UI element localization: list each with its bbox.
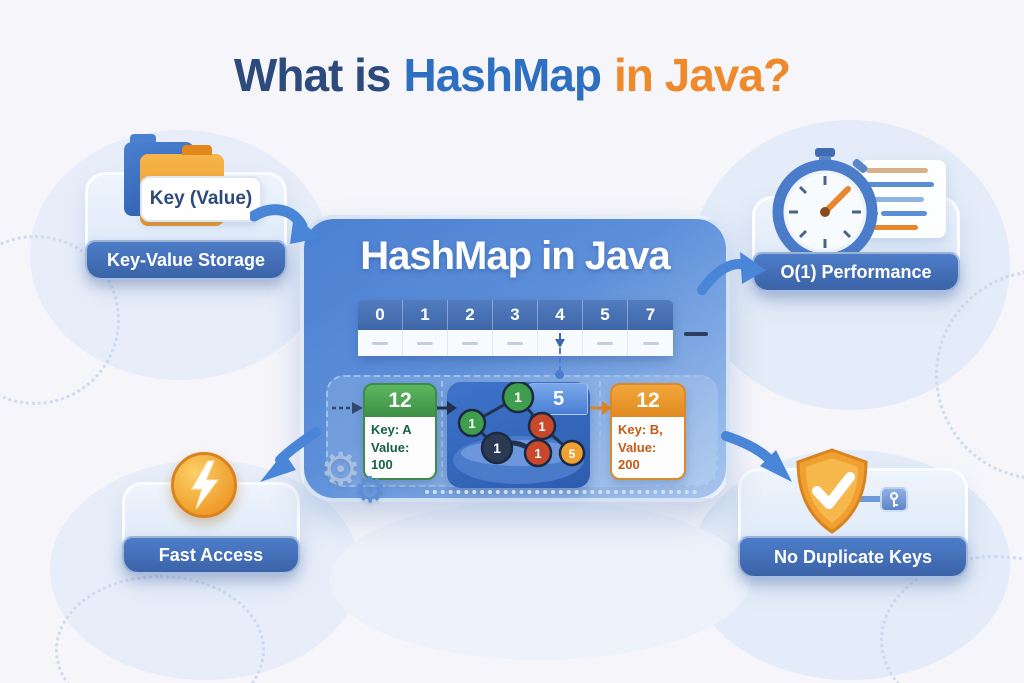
- bucket-array: 0 1 2 3 4 5 7: [358, 300, 673, 356]
- decor-dotted-line: [425, 490, 697, 494]
- key-value-storage-banner: Key-Value Storage: [85, 240, 287, 280]
- bucket-index: 7: [628, 300, 673, 330]
- key-value-tag: Key (Value): [140, 176, 262, 222]
- bucket-drop-connector: [559, 348, 561, 372]
- gear-icon: ⚙: [320, 443, 362, 495]
- red-black-tree-icon: 1 1 1 1 1 5: [457, 382, 586, 468]
- bucket-index: 4: [538, 300, 583, 330]
- bucket-index: 3: [493, 300, 538, 330]
- bar: [866, 168, 928, 173]
- entry-card-green: 12 Key: A Value: 100: [363, 383, 437, 480]
- hashmap-heading: HashMap in Java: [360, 234, 671, 278]
- tree-node-label: 1: [493, 440, 501, 456]
- key-icon: [880, 487, 908, 512]
- no-duplicate-keys-banner: No Duplicate Keys: [738, 536, 968, 578]
- bar: [866, 196, 924, 202]
- entry-value: Value: 100: [371, 439, 410, 473]
- bucket-index: 0: [358, 300, 403, 330]
- title-prefix: What is: [233, 49, 392, 101]
- gear-icon: ⚙: [354, 469, 387, 510]
- tree-node-label: 1: [468, 416, 475, 431]
- shield-check-icon: [796, 448, 868, 534]
- bucket-drop-dot: [555, 370, 564, 379]
- title-suffix: in Java?: [613, 49, 791, 101]
- bucket-cell: 7: [628, 300, 673, 356]
- chain-separator: [599, 381, 601, 477]
- tree-node-label: 5: [569, 447, 576, 461]
- bucket-cell: 1: [403, 300, 448, 356]
- arrow-to-performance-icon: [697, 252, 766, 295]
- empty-slot-dash: [597, 341, 613, 345]
- lightning-icon: [171, 452, 237, 518]
- empty-slot-dash: [642, 341, 659, 345]
- performance-banner: O(1) Performance: [752, 252, 960, 292]
- bucket-cell-pointer: 4: [538, 300, 583, 356]
- entry-link-arrow-icon: [590, 401, 612, 415]
- title-highlight: HashMap: [403, 49, 601, 101]
- empty-slot-dash: [462, 341, 478, 345]
- arrow-to-center-icon: [250, 204, 320, 244]
- chain-entry-arrow-icon: [332, 402, 363, 414]
- bar: [866, 225, 918, 230]
- bucket-cell: 5: [583, 300, 628, 356]
- tree-node-label: 1: [514, 389, 522, 405]
- bucket-index: 2: [448, 300, 493, 330]
- empty-slot-dash: [417, 341, 433, 345]
- empty-slot-dash: [372, 341, 388, 345]
- entry-link-arrow-icon: [437, 401, 457, 415]
- chain-separator: [441, 381, 443, 477]
- array-tail-dash: [684, 332, 708, 336]
- fast-access-banner: Fast Access: [122, 536, 300, 574]
- entry-value: Value: 200: [618, 439, 657, 473]
- bar: [866, 182, 934, 188]
- bucket-pointer-icon: [555, 332, 565, 348]
- bucket-cell: 2: [448, 300, 493, 356]
- key-link-line: [858, 496, 884, 502]
- arrow-to-no-duplicates-icon: [721, 431, 792, 482]
- tree-node-label: 1: [534, 446, 541, 461]
- bucket-cell: 0: [358, 300, 403, 356]
- arrow-to-fast-access-icon: [260, 427, 321, 482]
- entry-card-orange: 12 Key: B, Value: 200: [610, 383, 686, 480]
- tree-size-tab: 5: [529, 383, 588, 415]
- bucket-cell: 3: [493, 300, 538, 356]
- entry-key: Key: A: [371, 422, 412, 437]
- bucket-index: 5: [583, 300, 628, 330]
- entry-hash: 12: [365, 385, 435, 417]
- page-title: What is HashMap in Java?: [0, 48, 1024, 102]
- empty-slot-dash: [507, 341, 523, 345]
- tree-node-label: 1: [538, 419, 545, 434]
- bucket-index: 1: [403, 300, 448, 330]
- entry-hash: 12: [612, 385, 684, 417]
- background-blob: [330, 500, 750, 660]
- entry-key: Key: B,: [618, 422, 663, 437]
